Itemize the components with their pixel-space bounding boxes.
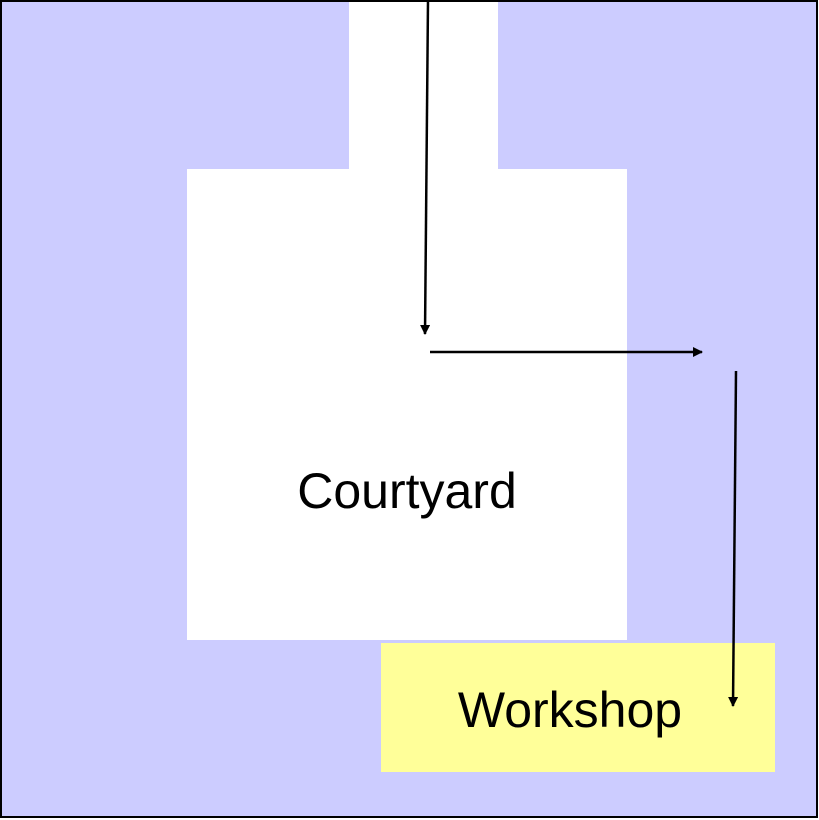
- courtyard-area: [187, 169, 627, 640]
- courtyard-label: Courtyard: [297, 463, 517, 519]
- workshop-area: [381, 643, 775, 772]
- workshop-label: Workshop: [458, 682, 682, 738]
- path-arrow-down-workshop: [728, 370, 739, 707]
- entrance-corridor: [349, 2, 498, 172]
- path-arrow-down-entrance: [420, 0, 431, 335]
